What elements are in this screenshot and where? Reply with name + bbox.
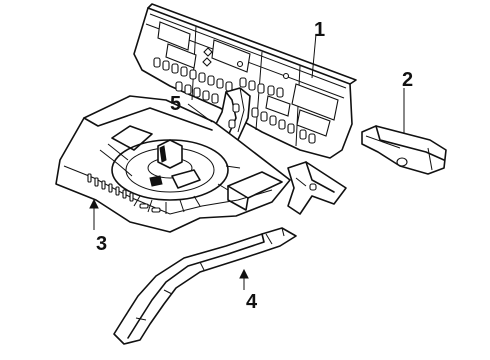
callout-4: 4 [246, 291, 258, 313]
arrow-4 [239, 268, 249, 279]
panel-slot-row-right [239, 77, 284, 98]
arrow-3 [89, 198, 99, 209]
part-1-rear-panel [133, 3, 357, 159]
callout-1: 1 [314, 19, 325, 41]
callout-5: 5 [170, 93, 181, 115]
callout-2: 2 [402, 69, 413, 91]
leader-5 [187, 103, 213, 123]
callout-labels: 1 2 3 4 5 [96, 19, 413, 313]
panel-slot-row-lower [175, 81, 316, 144]
cross-member-bracket [287, 161, 347, 215]
callout-3: 3 [96, 233, 107, 255]
part-2-side-bracket [361, 125, 447, 175]
part-3-floor-pan [55, 95, 291, 233]
leader-lines [89, 33, 405, 290]
floor-slot-row [87, 173, 134, 202]
part-4-side-rail [113, 227, 297, 345]
leader-1 [311, 33, 317, 79]
